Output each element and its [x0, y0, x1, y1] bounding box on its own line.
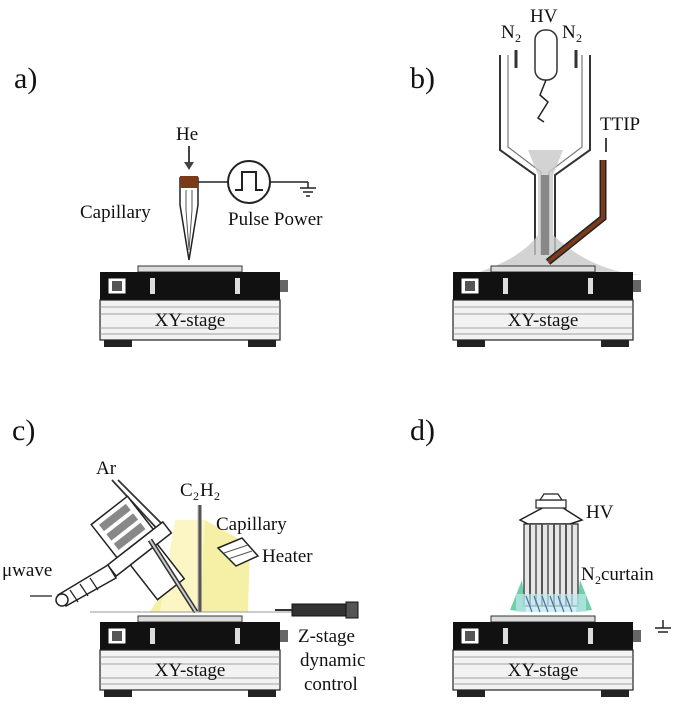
electrode-band-icon	[180, 176, 198, 188]
panel-c-xy-stage	[99, 615, 289, 698]
panel-b-xy-stage	[452, 265, 642, 348]
panel-b-n2-left: N	[501, 22, 515, 43]
panel-c-capillary-label: Capillary	[216, 514, 287, 535]
panel-c-precursor-c: C	[180, 480, 193, 501]
panel-a-xy-stage	[99, 265, 289, 348]
z-stage-actuator-icon	[275, 601, 359, 619]
panel-c-precursor-h: H	[200, 480, 214, 501]
outer-nozzle-icon	[499, 55, 536, 255]
panel-a-label: a)	[14, 62, 37, 95]
panel-d: d) HV N 2 curtain	[410, 414, 671, 698]
panel-c-zstage-line3: control	[304, 674, 358, 695]
gas-arrow-head-icon	[184, 162, 194, 170]
panel-c-stage-label: XY-stage	[155, 660, 226, 681]
ground-icon	[300, 187, 316, 197]
panel-b-n2-left-sub: 2	[515, 31, 521, 45]
panel-d-curtain-rest: curtain	[601, 564, 654, 585]
panel-b-n2-right-sub: 2	[576, 31, 582, 45]
hv-head-icon	[518, 493, 584, 525]
plasma-jet-icon	[470, 150, 640, 275]
ground-icon-d	[655, 620, 671, 633]
panel-c-microwave-label: μwave	[2, 560, 52, 581]
electrode-array-icon	[523, 523, 579, 607]
n2-curtain-icon	[510, 580, 592, 613]
panel-c-precursor-sub2: 2	[214, 489, 220, 503]
panel-b-precursor-label: TTIP	[600, 114, 640, 135]
panel-c-zstage-line2: dynamic	[300, 650, 365, 671]
panel-a: a) He Capillary Pulse Power XY-stage	[14, 62, 323, 348]
discharge-icon	[536, 79, 549, 123]
panel-d-hv-label: HV	[586, 502, 614, 523]
panel-c-zstage-line1: Z-stage	[298, 626, 355, 647]
panel-c-gas-label: Ar	[96, 458, 117, 479]
panel-b: b) HV N 2 N 2 TTIP XY-stage	[410, 6, 642, 348]
panel-b-label: b)	[410, 62, 435, 95]
panel-d-curtain-n: N	[581, 564, 595, 585]
heater-icon	[216, 537, 260, 567]
panel-c-precursor-sub1: 2	[193, 489, 199, 503]
panel-b-hv-label: HV	[530, 6, 558, 27]
panel-a-stage-label: XY-stage	[155, 310, 226, 331]
panel-a-power-label: Pulse Power	[228, 209, 323, 230]
microwave-applicator-icon	[90, 495, 186, 601]
panel-d-label: d)	[410, 414, 435, 447]
panel-a-capillary-label: Capillary	[80, 202, 151, 223]
panel-c: c) Ar C 2 H 2 Capillary Heater	[2, 414, 365, 698]
panel-a-gas-label: He	[176, 124, 198, 145]
panel-d-xy-stage	[452, 615, 642, 698]
pulse-source-icon	[227, 160, 271, 204]
panel-b-n2-right: N	[562, 22, 576, 43]
panel-d-stage-label: XY-stage	[508, 660, 579, 681]
microwave-connector-icon	[55, 563, 118, 607]
hv-electrode-icon	[534, 29, 558, 81]
panel-c-heater-label: Heater	[262, 546, 313, 567]
panel-d-curtain-sub: 2	[595, 573, 601, 587]
panel-b-stage-label: XY-stage	[508, 310, 579, 331]
panel-c-label: c)	[12, 414, 35, 447]
